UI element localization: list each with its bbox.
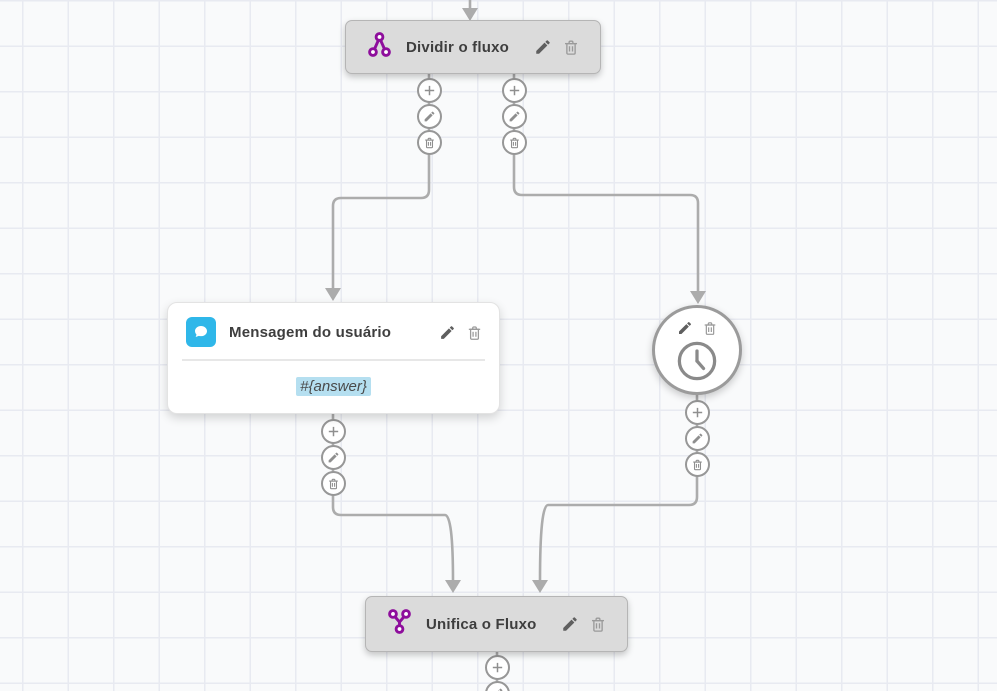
pencil-icon[interactable] (439, 324, 456, 341)
trash-icon[interactable] (589, 615, 607, 633)
arrowhead-left-into-unifica (445, 580, 461, 593)
clock-icon (674, 338, 720, 389)
node-unifica-o-fluxo[interactable]: Unifica o Fluxo (365, 596, 628, 652)
add-block-button[interactable] (416, 77, 442, 103)
edit-connection-button[interactable] (320, 444, 346, 470)
add-block-button[interactable] (320, 418, 346, 444)
node-mensagem-do-usuario[interactable]: Mensagem do usuário #{answer} (167, 302, 500, 414)
trash-icon[interactable] (702, 320, 718, 336)
node-title: Unifica o Fluxo (426, 615, 537, 633)
node-timer[interactable] (652, 305, 742, 395)
arrowhead-into-dividir (462, 8, 478, 21)
delete-connection-button[interactable] (684, 451, 710, 477)
add-block-button[interactable] (484, 654, 510, 680)
trash-icon[interactable] (466, 324, 483, 341)
connector-dividir-to-mensagem (331, 74, 431, 289)
delete-connection-button[interactable] (501, 129, 527, 155)
arrowhead-into-timer (690, 291, 706, 304)
arrowhead-right-into-unifica (532, 580, 548, 593)
message-variable-text: #{answer} (296, 377, 371, 396)
chat-bubble-icon (186, 317, 216, 347)
connector-mensagem-to-unifica (331, 414, 455, 582)
node-dividir-o-fluxo[interactable]: Dividir o fluxo (345, 20, 601, 74)
add-block-button[interactable] (501, 77, 527, 103)
connector-dividir-to-timer (512, 74, 700, 292)
trash-icon[interactable] (562, 38, 580, 56)
delete-connection-button[interactable] (416, 129, 442, 155)
split-flow-icon (366, 31, 393, 63)
edit-connection-button[interactable] (684, 425, 710, 451)
pencil-icon[interactable] (677, 320, 693, 336)
edit-connection-button[interactable] (416, 103, 442, 129)
arrowhead-into-mensagem (325, 288, 341, 301)
delete-connection-button[interactable] (320, 470, 346, 496)
divider (182, 359, 485, 361)
connector-timer-to-unifica (538, 393, 699, 582)
edit-connection-button[interactable] (501, 103, 527, 129)
merge-flow-icon (386, 608, 413, 640)
pencil-icon[interactable] (561, 615, 579, 633)
node-title: Dividir o fluxo (406, 38, 510, 56)
node-title: Mensagem do usuário (229, 323, 392, 341)
add-block-button[interactable] (684, 399, 710, 425)
pencil-icon[interactable] (534, 38, 552, 56)
